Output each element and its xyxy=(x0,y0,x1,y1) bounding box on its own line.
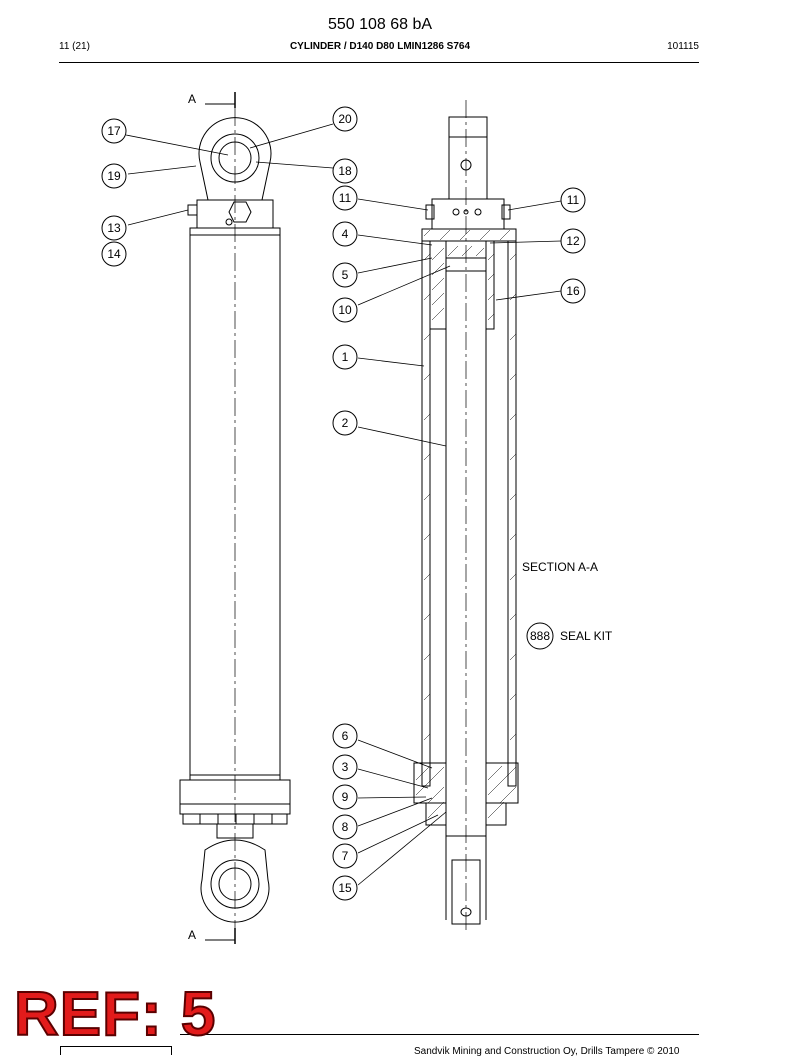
svg-text:6: 6 xyxy=(342,729,349,743)
svg-text:4: 4 xyxy=(342,227,349,241)
small-plug xyxy=(225,218,233,226)
document-date: 101115 xyxy=(667,41,699,52)
port-b xyxy=(463,209,469,215)
callout-1: 1 xyxy=(332,344,358,370)
seal-kit-label: SEAL KIT xyxy=(560,629,613,643)
footer-copyright: Sandvik Mining and Construction Oy, Dril… xyxy=(414,1046,680,1057)
stop-tube-right xyxy=(485,240,495,330)
port-c xyxy=(474,208,482,216)
callout-888: 888 xyxy=(526,622,554,650)
callout-14: 14 xyxy=(101,241,127,267)
rod-eye-bore-outer xyxy=(210,859,260,909)
plug-11-right xyxy=(501,204,511,220)
callout-11-left: 11 xyxy=(332,185,358,211)
svg-text:10: 10 xyxy=(338,303,352,317)
header-rule xyxy=(59,62,699,63)
svg-text:17: 17 xyxy=(107,124,121,138)
top-eye-bore-outer xyxy=(210,133,260,183)
head-plate xyxy=(431,198,505,230)
section-letter-bottom: A xyxy=(188,928,196,942)
callout-9: 9 xyxy=(332,784,358,810)
svg-text:15: 15 xyxy=(338,881,352,895)
rod-eye-bore-inner xyxy=(218,867,252,901)
svg-text:13: 13 xyxy=(107,221,121,235)
svg-text:14: 14 xyxy=(107,247,121,261)
callout-15: 15 xyxy=(332,875,358,901)
document-number: 550 108 68 bA xyxy=(327,16,433,33)
callout-16: 16 xyxy=(560,278,586,304)
footer-rule xyxy=(180,1034,699,1035)
port-a xyxy=(452,208,460,216)
callout-19: 19 xyxy=(101,163,127,189)
svg-text:3: 3 xyxy=(342,760,349,774)
callout-20: 20 xyxy=(332,106,358,132)
rod-end-hole xyxy=(460,907,472,917)
footer-logo-box xyxy=(60,1046,172,1055)
svg-text:11: 11 xyxy=(567,193,580,207)
callout-13: 13 xyxy=(101,215,127,241)
section-letter-top: A xyxy=(188,92,196,106)
svg-text:9: 9 xyxy=(342,790,349,804)
top-clevis xyxy=(448,116,488,200)
svg-text:8: 8 xyxy=(342,820,349,834)
svg-text:19: 19 xyxy=(107,169,121,183)
tube-wall-left xyxy=(421,240,431,787)
svg-text:7: 7 xyxy=(342,849,349,863)
gland-right xyxy=(485,762,519,804)
rod-end-neck xyxy=(216,823,254,839)
ref-stamp: REF: 5 xyxy=(13,980,217,1049)
callout-12: 12 xyxy=(560,228,586,254)
callout-7: 7 xyxy=(332,843,358,869)
port-plug xyxy=(228,201,252,223)
gland-lower-left xyxy=(425,802,447,826)
page-number: 11 (21) xyxy=(59,41,90,52)
top-eye-bore-inner xyxy=(218,141,252,175)
callout-10: 10 xyxy=(332,297,358,323)
svg-text:18: 18 xyxy=(338,164,352,178)
svg-text:2: 2 xyxy=(342,416,349,430)
clevis-pin-hole xyxy=(460,159,472,171)
callout-4: 4 xyxy=(332,221,358,247)
callout-5: 5 xyxy=(332,262,358,288)
callout-6: 6 xyxy=(332,723,358,749)
callout-17: 17 xyxy=(101,118,127,144)
callout-2: 2 xyxy=(332,410,358,436)
top-eye-body xyxy=(198,117,272,201)
callout-18: 18 xyxy=(332,158,358,184)
leader-lines xyxy=(125,123,562,886)
document-title: CYLINDER / D140 D80 LMIN1286 S764 xyxy=(289,41,471,52)
section-hatching xyxy=(415,229,517,819)
tube-wall-right xyxy=(507,240,517,787)
svg-text:16: 16 xyxy=(566,284,580,298)
svg-text:1: 1 xyxy=(342,350,349,364)
callout-11-right: 11 xyxy=(560,187,586,213)
rod-eye-body xyxy=(200,839,270,923)
callout-8: 8 xyxy=(332,814,358,840)
callout-3: 3 xyxy=(332,754,358,780)
svg-text:11: 11 xyxy=(339,191,352,205)
svg-text:5: 5 xyxy=(342,268,349,282)
rod-end-clevis xyxy=(451,859,481,925)
section-label: SECTION A-A xyxy=(522,560,598,574)
svg-text:12: 12 xyxy=(566,234,580,248)
plug-11-left xyxy=(425,204,435,220)
grease-nipple-13 xyxy=(187,204,198,216)
gland-lower-right xyxy=(485,802,507,826)
svg-text:888: 888 xyxy=(530,629,550,643)
svg-text:20: 20 xyxy=(338,112,352,126)
